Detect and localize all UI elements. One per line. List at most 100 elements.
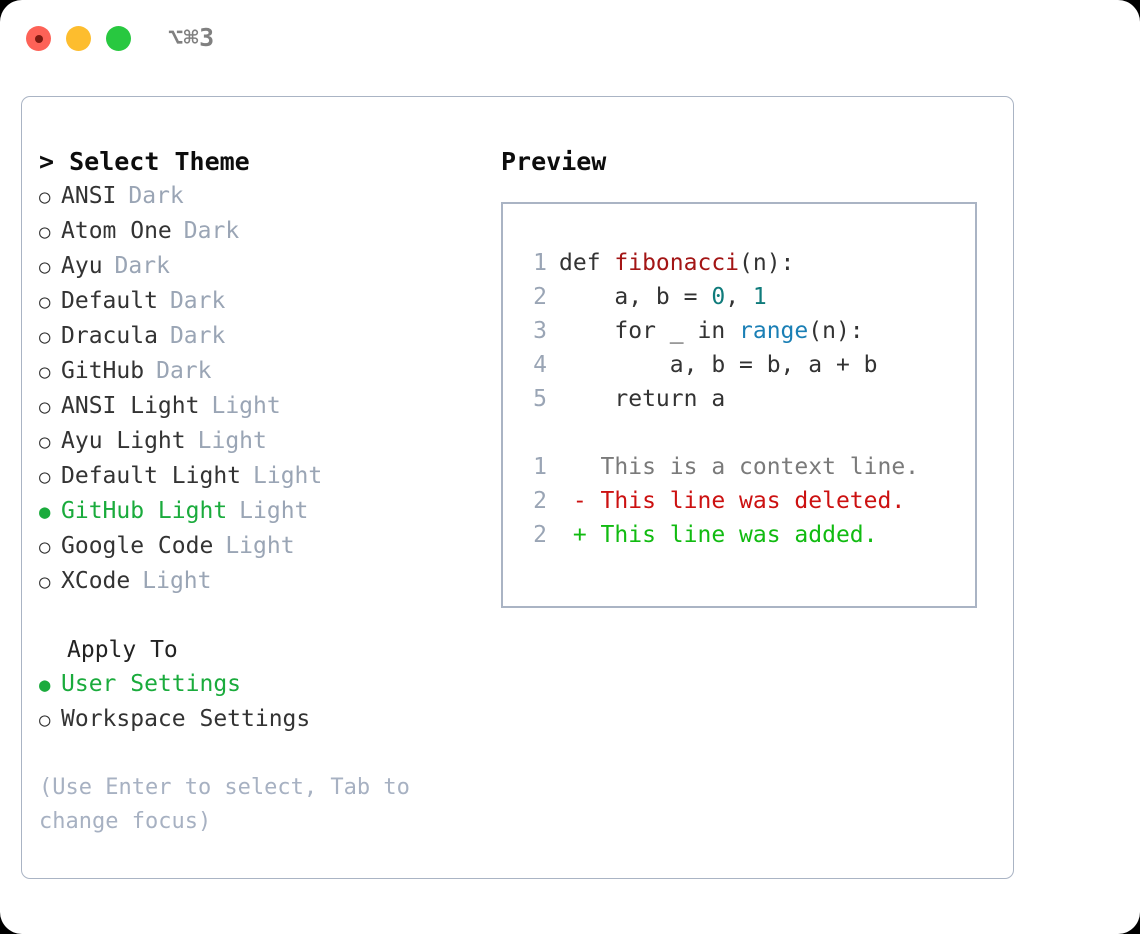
theme-option-default-light[interactable]: ○ Default Light Light xyxy=(39,459,479,494)
code-line: 3 for _ in range(n): xyxy=(517,314,967,348)
diff-text: - This line was deleted. xyxy=(559,488,906,514)
keyboard-hint: (Use Enter to select, Tab to change focu… xyxy=(39,775,410,834)
code-text: a, b = b, a + b xyxy=(559,348,878,382)
radio-selected-icon: ● xyxy=(39,501,51,523)
code-token-plain: (n): xyxy=(739,250,795,276)
theme-option-xcode[interactable]: ○ XCode Light xyxy=(39,564,479,599)
theme-option-ansi-light[interactable]: ○ ANSI Light Light xyxy=(39,389,479,424)
theme-name: ANSI Light xyxy=(61,393,200,419)
apply-to-label: Workspace Settings xyxy=(61,706,311,732)
radio-unselected-icon: ○ xyxy=(39,571,51,593)
code-token-call: range xyxy=(739,318,809,344)
traffic-lights xyxy=(26,26,131,51)
theme-kind-badge: Light xyxy=(253,463,323,489)
preview-title: Preview xyxy=(501,147,607,176)
code-token-num: 0 xyxy=(711,284,726,310)
theme-kind-badge: Dark xyxy=(128,183,184,209)
theme-kind-badge: Dark xyxy=(169,323,226,349)
diff-text: This is a context line. xyxy=(559,454,920,480)
code-line: 1 def fibonacci(n): xyxy=(517,246,967,280)
theme-kind-badge: Dark xyxy=(169,288,226,314)
apply-to-title: Apply To xyxy=(67,637,178,663)
radio-unselected-icon: ○ xyxy=(39,709,51,731)
apply-to-section: Apply To ● User Settings ○ Workspace Settin… xyxy=(39,633,479,737)
theme-name: Ayu xyxy=(61,253,103,279)
theme-kind-badge: Light xyxy=(142,568,212,594)
code-token-plain: a, b = xyxy=(559,284,712,310)
code-text: a, b = 0, 1 xyxy=(559,280,767,314)
theme-kind-badge: Light xyxy=(211,393,281,419)
theme-name: Google Code xyxy=(61,533,214,559)
theme-name: Ayu Light xyxy=(61,428,186,454)
theme-option-ayu-light[interactable]: ○ Ayu Light Light xyxy=(39,424,479,459)
line-number: 2 xyxy=(533,522,547,548)
code-text: def fibonacci(n): xyxy=(559,246,794,280)
diff-text: + This line was added. xyxy=(559,522,878,548)
radio-unselected-icon: ○ xyxy=(39,396,51,418)
theme-option-github-light[interactable]: ● GitHub Light Light xyxy=(39,494,479,529)
diff-lines: 1 This is a context line.2 - This line w… xyxy=(517,450,967,552)
diff-line-context: 1 This is a context line. xyxy=(517,450,967,484)
diff-line-removed: 2 - This line was deleted. xyxy=(517,484,967,518)
close-icon xyxy=(34,34,43,43)
theme-option-dracula[interactable]: ○ Dracula Dark xyxy=(39,319,479,354)
radio-unselected-icon: ○ xyxy=(39,431,51,453)
code-line: 2 a, b = 0, 1 xyxy=(517,280,967,314)
code-token-plain: for _ in xyxy=(559,318,740,344)
theme-option-google-code[interactable]: ○ Google Code Light xyxy=(39,529,479,564)
radio-unselected-icon: ○ xyxy=(39,221,51,243)
keyboard-shortcut-label: ⌥⌘3 xyxy=(168,23,215,52)
theme-kind-badge: Light xyxy=(197,428,267,454)
code-token-plain: def xyxy=(559,250,615,276)
theme-kind-badge: Dark xyxy=(156,358,212,384)
theme-kind-badge: Light xyxy=(225,533,295,559)
maximize-button[interactable] xyxy=(106,26,131,51)
theme-kind-badge: Dark xyxy=(114,253,170,279)
theme-name: ANSI xyxy=(61,183,117,209)
theme-name: Dracula xyxy=(61,323,158,349)
line-number: 4 xyxy=(533,352,547,378)
radio-unselected-icon: ○ xyxy=(39,466,51,488)
theme-option-github[interactable]: ○ GitHub Dark xyxy=(39,354,479,389)
code-token-num: 1 xyxy=(752,284,767,310)
minimize-button[interactable] xyxy=(66,26,91,51)
radio-unselected-icon: ○ xyxy=(39,536,51,558)
theme-name: Default Light xyxy=(61,463,242,489)
radio-unselected-icon: ○ xyxy=(39,186,51,208)
spacer xyxy=(517,416,967,450)
apply-to-option-user-settings[interactable]: ● User Settings xyxy=(39,667,479,702)
radio-unselected-icon: ○ xyxy=(39,326,51,348)
apply-to-label: User Settings xyxy=(61,671,242,697)
theme-name: Default xyxy=(61,288,158,314)
theme-name: GitHub Light xyxy=(61,498,228,524)
code-line: 5 return a xyxy=(517,382,967,416)
radio-unselected-icon: ○ xyxy=(39,361,51,383)
line-number: 1 xyxy=(533,454,547,480)
line-number: 2 xyxy=(533,488,547,514)
theme-kind-badge: Dark xyxy=(183,218,240,244)
radio-selected-icon: ● xyxy=(39,674,51,696)
select-theme-header: > Select Theme xyxy=(39,147,250,176)
code-token-plain: (n): xyxy=(808,318,864,344)
code-token-plain: , xyxy=(725,284,753,310)
line-number: 1 xyxy=(533,250,547,276)
theme-name: XCode xyxy=(61,568,131,594)
apply-to-options[interactable]: ● User Settings ○ Workspace Settings xyxy=(39,667,479,737)
close-button[interactable] xyxy=(26,26,51,51)
theme-option-ansi[interactable]: ○ ANSI Dark xyxy=(39,179,479,214)
code-line: 4 a, b = b, a + b xyxy=(517,348,967,382)
theme-name: GitHub xyxy=(61,358,145,384)
theme-kind-badge: Light xyxy=(239,498,309,524)
apply-to-option-workspace-settings[interactable]: ○ Workspace Settings xyxy=(39,702,479,737)
code-token-fn: fibonacci xyxy=(614,250,740,276)
